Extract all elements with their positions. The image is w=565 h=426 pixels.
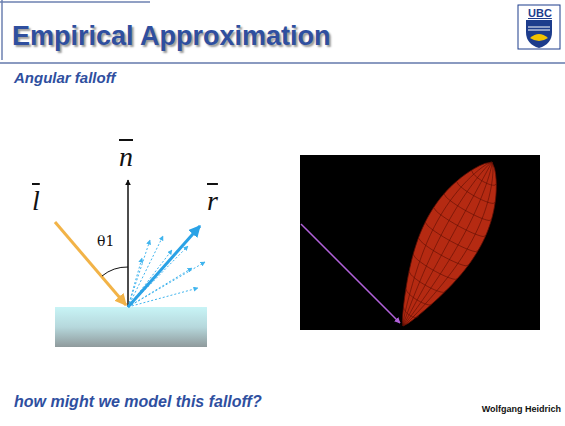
surface xyxy=(55,307,207,347)
angle-arc xyxy=(102,267,128,276)
author-name: Wolfgang Heidrich xyxy=(482,405,561,415)
vector-label: r xyxy=(207,186,218,217)
title-rule xyxy=(0,62,565,64)
frame-line xyxy=(0,1,150,3)
subtitle: Angular falloff xyxy=(14,70,115,87)
specular-lobe xyxy=(402,162,496,326)
logo-sun xyxy=(530,34,548,41)
reflection-vector xyxy=(128,226,200,307)
logo-box xyxy=(518,5,560,49)
light-direction xyxy=(301,224,400,323)
normal-vector xyxy=(127,180,129,307)
question-note: how might we model this falloff? xyxy=(14,393,262,411)
render-panel xyxy=(300,155,540,330)
logo-shield xyxy=(526,20,552,48)
slide-title: Empirical Approximation xyxy=(12,22,331,52)
light-vector xyxy=(55,222,126,305)
angle-label: θ1 xyxy=(97,234,114,249)
vector-label: l xyxy=(32,186,40,217)
vector-label: n xyxy=(119,142,133,173)
scattered-rays xyxy=(128,236,205,307)
frame-line xyxy=(1,0,3,60)
logo-text: UBC xyxy=(528,7,552,19)
